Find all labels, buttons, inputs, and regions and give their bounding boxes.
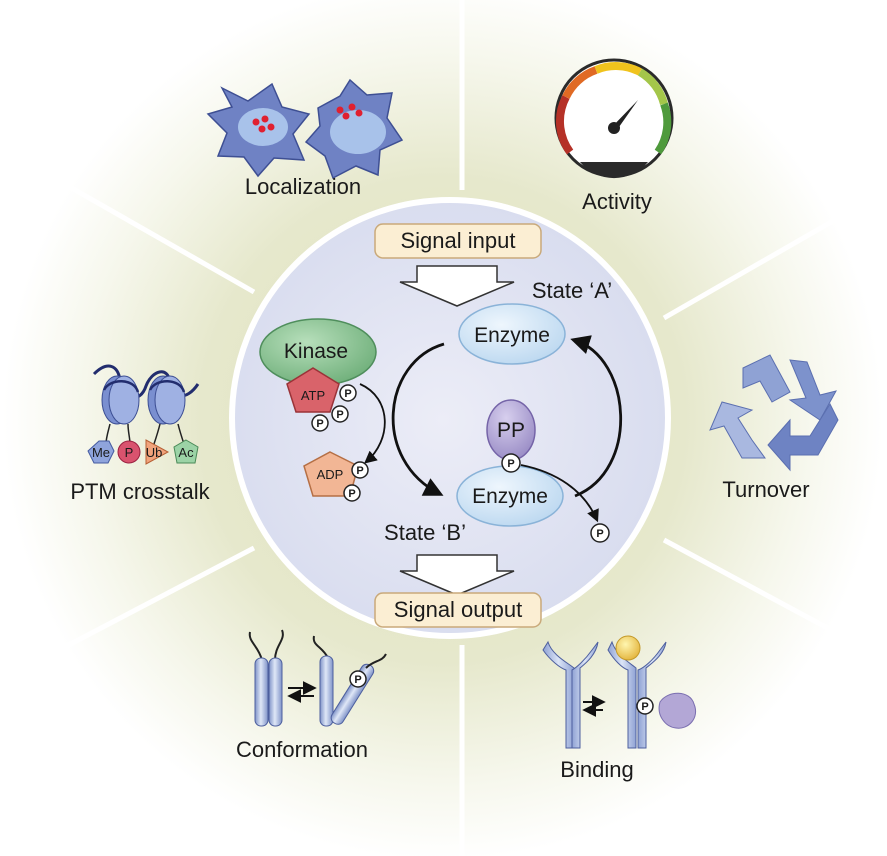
kinase-label: Kinase [284, 340, 348, 363]
ptm-me-label: Me [92, 445, 110, 460]
ptm-ac-label: Ac [178, 445, 194, 460]
svg-text:P: P [348, 488, 355, 500]
pp-label: PP [497, 419, 525, 442]
phosphorylation-arrow [391, 342, 445, 496]
svg-text:Signal input: Signal input [401, 228, 516, 253]
signal-output-box: Signal output [374, 592, 542, 628]
svg-text:P: P [507, 458, 514, 470]
svg-text:ADP: ADP [317, 467, 344, 482]
binding-label: Binding [560, 757, 633, 782]
phosphate-release-arrow [520, 464, 599, 523]
ptm-ub-label: Ub [146, 445, 163, 460]
recycle-icon [709, 354, 839, 472]
svg-text:P: P [344, 388, 351, 400]
output-arrow [399, 554, 515, 596]
released-phosphate [590, 523, 610, 543]
binding-phospho-tag: P [641, 701, 648, 713]
turnover-label: Turnover [722, 477, 809, 502]
conformation-label: Conformation [236, 737, 368, 762]
localization-icon [206, 78, 404, 180]
dephosphorylation-arrow [570, 335, 623, 498]
nucleosome-icon: Me P Ub Ac [87, 364, 200, 465]
svg-text:P: P [336, 409, 343, 421]
svg-text:ATP: ATP [301, 388, 325, 403]
ptm-p-label: P [125, 445, 134, 460]
svg-text:P: P [596, 528, 603, 540]
state-a-label: State ‘A’ [532, 278, 612, 303]
activity-label: Activity [582, 189, 652, 214]
receptor-icon: P [542, 635, 696, 749]
central-cycle-disc [229, 197, 671, 639]
gauge-icon [554, 58, 674, 179]
adp-molecule: ADP P P [303, 451, 369, 502]
enzyme-b-label: Enzyme [472, 485, 548, 508]
signal-input-box: Signal input [374, 223, 542, 259]
helix-icon: P [248, 629, 387, 727]
enzyme-state-a [458, 303, 566, 365]
ptm-crosstalk-label: PTM crosstalk [70, 479, 210, 504]
enzyme-a-label: Enzyme [474, 324, 550, 347]
svg-text:Signal output: Signal output [394, 597, 522, 622]
conformation-phospho-tag: P [354, 674, 361, 686]
atp-to-adp-arrow [359, 383, 386, 464]
enzyme-phospho-tag [501, 453, 521, 473]
svg-text:P: P [356, 465, 363, 477]
input-arrow [399, 265, 515, 307]
localization-label: Localization [245, 174, 361, 199]
state-b-label: State ‘B’ [384, 520, 466, 545]
atp-molecule: ATP P P P [286, 367, 357, 432]
svg-text:P: P [316, 418, 323, 430]
segment-dividers [38, 0, 887, 856]
